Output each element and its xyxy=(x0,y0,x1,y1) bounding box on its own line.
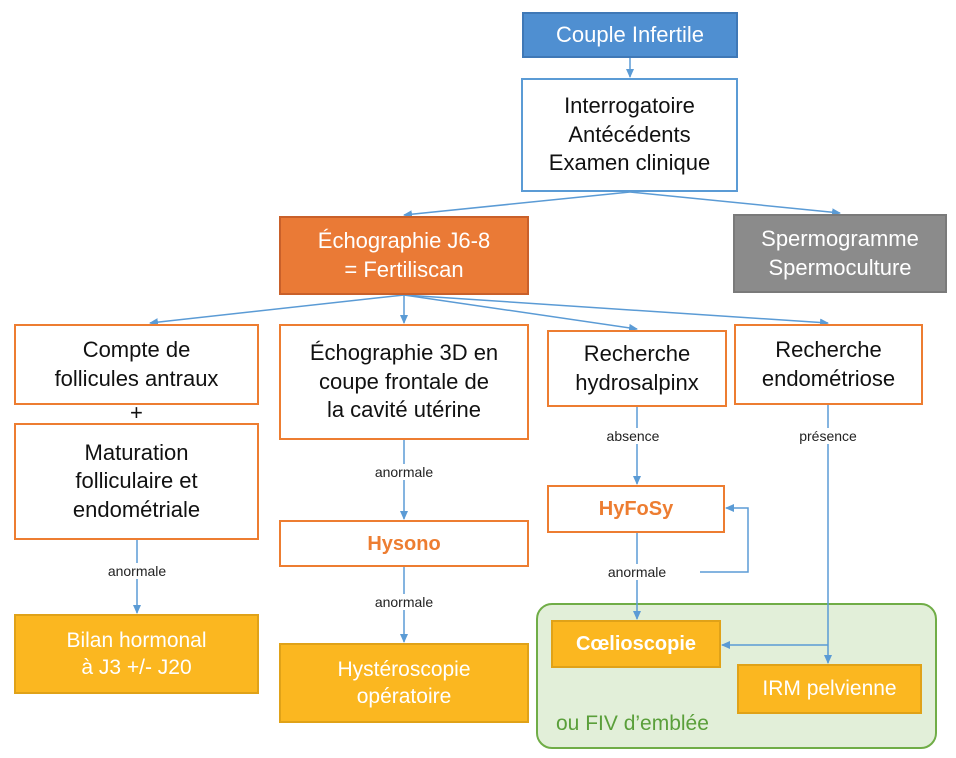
arrow-hyfosy-loop xyxy=(700,504,749,573)
node-echographie-3d: Échographie 3D en coupe frontale de la c… xyxy=(279,324,529,440)
node-recherche-endometriose: Recherche endométriose xyxy=(734,324,923,405)
node-couple-infertile: Couple Infertile xyxy=(522,12,738,58)
plus-sign: + xyxy=(130,400,143,425)
node-maturation: Maturation folliculaire et endométriale xyxy=(14,423,259,540)
node-compte-follicules: Compte de follicules antraux xyxy=(14,324,259,405)
node-spermogramme: Spermogramme Spermoculture xyxy=(733,214,947,293)
node-irm-pelvienne: IRM pelvienne xyxy=(737,664,922,714)
node-bilan-hormonal: Bilan hormonal à J3 +/- J20 xyxy=(14,614,259,694)
edge-label-anormale-hyfosy: anormale xyxy=(605,564,669,580)
arrow-echo-compte xyxy=(149,294,405,327)
node-interrogatoire: Interrogatoire Antécédents Examen cliniq… xyxy=(521,78,738,192)
node-coelioscopie: Cœlioscopie xyxy=(551,620,721,668)
node-hysteroscopie: Hystéroscopie opératoire xyxy=(279,643,529,723)
edge-label-anormale-hysteroscopie: anormale xyxy=(372,594,436,610)
node-hysono: Hysono xyxy=(279,520,529,567)
edge-label-presence: présence xyxy=(797,428,859,444)
arrow-interrogatoire-spermogramme xyxy=(629,191,841,217)
node-recherche-hydrosalpinx: Recherche hydrosalpinx xyxy=(547,330,727,407)
node-echographie-fertiliscan: Échographie J6-8 = Fertiliscan xyxy=(279,216,529,295)
arrow-echo-hydrosalpinx xyxy=(403,294,638,332)
edge-label-anormale-hysono: anormale xyxy=(372,464,436,480)
edge-label-anormale-bilan: anormale xyxy=(105,563,169,579)
fiv-group-label: ou FIV d’emblée xyxy=(556,712,709,735)
arrow-echo-endometriose xyxy=(403,294,829,327)
arrow-interrogatoire-echographie xyxy=(403,191,631,219)
node-hyfosy: HyFoSy xyxy=(547,485,725,533)
edge-label-absence: absence xyxy=(604,428,662,444)
